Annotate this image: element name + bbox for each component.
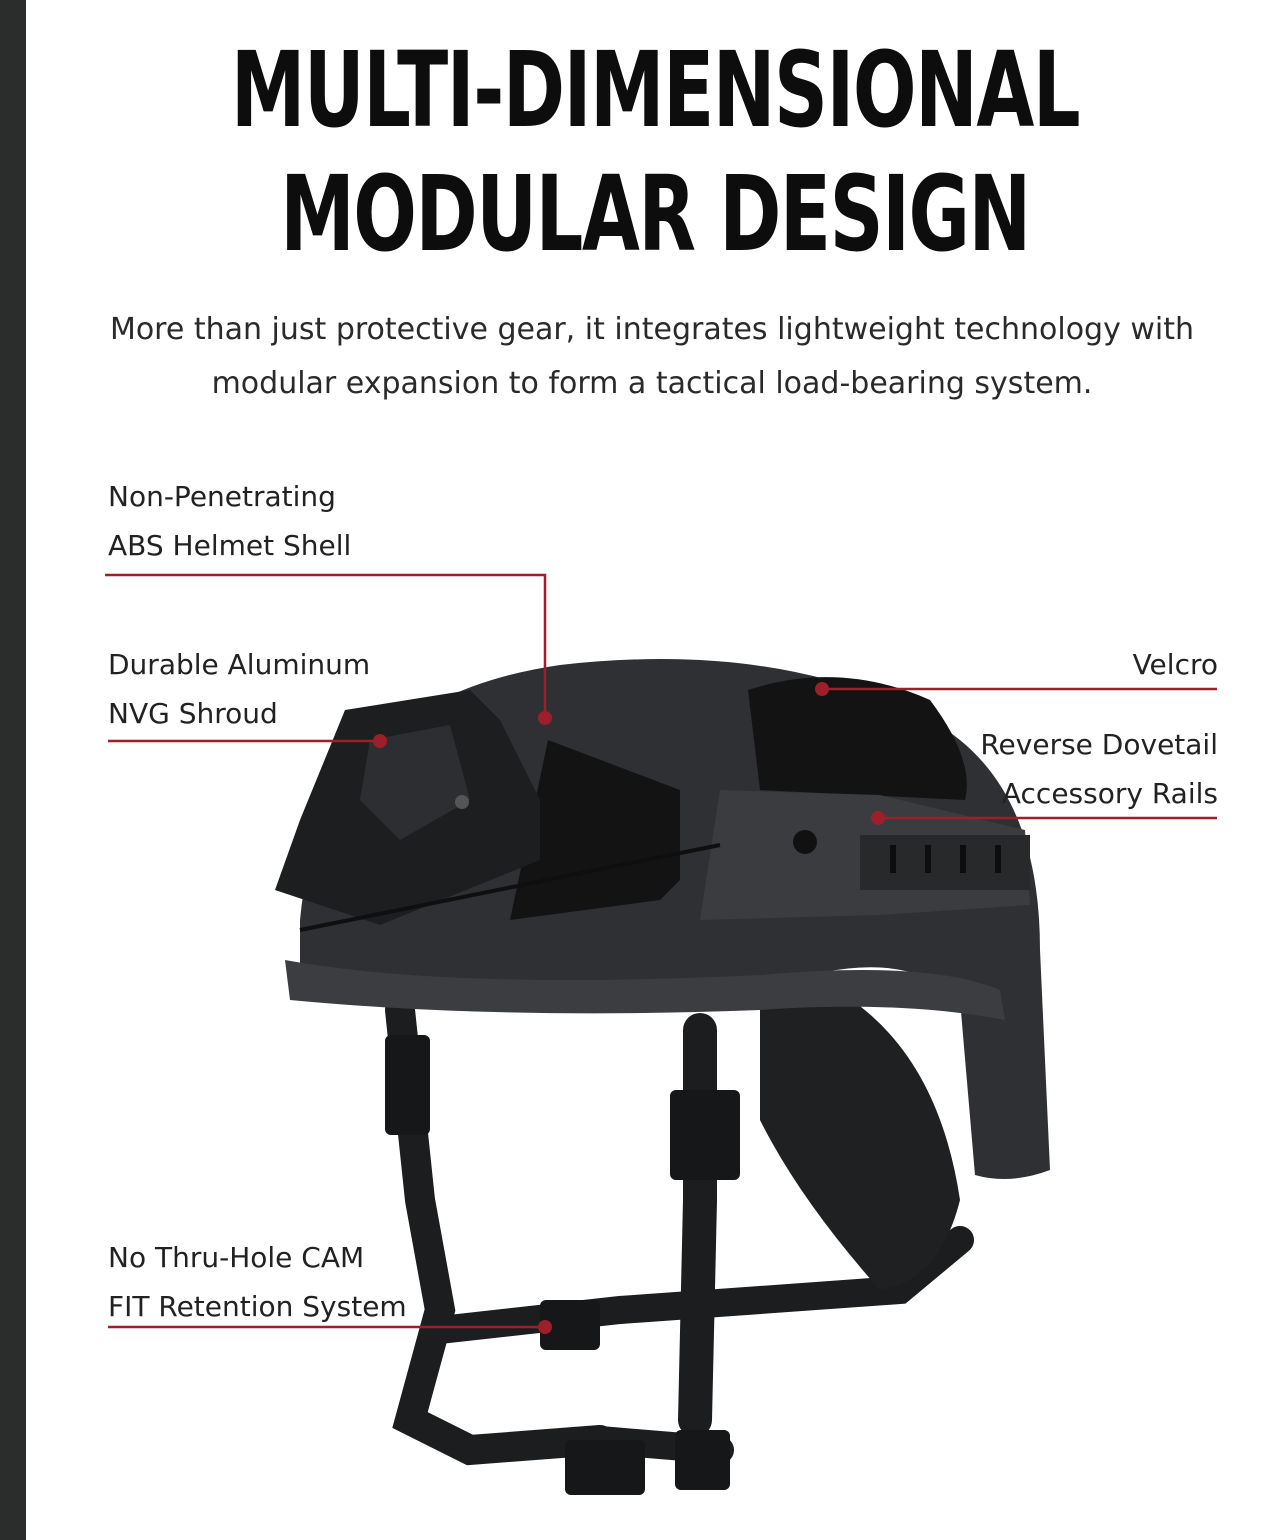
callout-shell-line-2: ABS Helmet Shell: [108, 529, 352, 562]
dot-rails: [871, 811, 885, 825]
callout-velcro: Velcro: [1133, 640, 1218, 689]
accessory-rail: [700, 790, 1030, 920]
dot-retention: [538, 1320, 552, 1334]
subtitle-line-1: More than just protective gear, it integ…: [109, 312, 1195, 347]
bungee-cord: [299, 843, 721, 932]
callout-retention-line-1: No Thru-Hole CAM: [108, 1241, 365, 1274]
callout-nvg: Durable Aluminum NVG Shroud: [108, 640, 370, 738]
helmet-brim: [285, 960, 1005, 1020]
nvg-shroud: [275, 690, 540, 925]
headline-line-2: MODULAR DESIGN: [280, 153, 1031, 275]
leader-dots: [373, 682, 885, 1334]
headline-line-1: MULTI-DIMENSIONAL: [230, 29, 1081, 151]
callout-shell-line-1: Non-Penetrating: [108, 480, 336, 513]
dot-velcro: [815, 682, 829, 696]
leader-shell: [105, 573, 547, 718]
callout-rails-line-2: Accessory Rails: [1001, 777, 1218, 810]
leader-lines: [105, 573, 1217, 1329]
callout-nvg-line-1: Durable Aluminum: [108, 648, 371, 681]
callout-shell: Non-Penetrating ABS Helmet Shell: [108, 472, 351, 570]
helmet-liner: [760, 960, 960, 1290]
buckles: [385, 1035, 740, 1495]
callout-retention-line-2: FIT Retention System: [108, 1290, 407, 1323]
subtitle: More than just protective gear, it integ…: [60, 303, 1244, 411]
callout-rails: Reverse Dovetail Accessory Rails: [980, 720, 1218, 818]
subtitle-line-2: modular expansion to form a tactical loa…: [211, 366, 1093, 401]
left-edge-bar: [0, 0, 26, 1540]
velcro-patch-top: [748, 677, 967, 800]
callout-velcro-line-1: Velcro: [1132, 648, 1218, 681]
callout-nvg-line-2: NVG Shroud: [108, 697, 278, 730]
dot-nvg: [373, 734, 387, 748]
callout-rails-line-1: Reverse Dovetail: [980, 728, 1218, 761]
velcro-patch-side: [510, 740, 680, 920]
dot-shell: [538, 711, 552, 725]
callout-retention: No Thru-Hole CAM FIT Retention System: [108, 1233, 407, 1331]
